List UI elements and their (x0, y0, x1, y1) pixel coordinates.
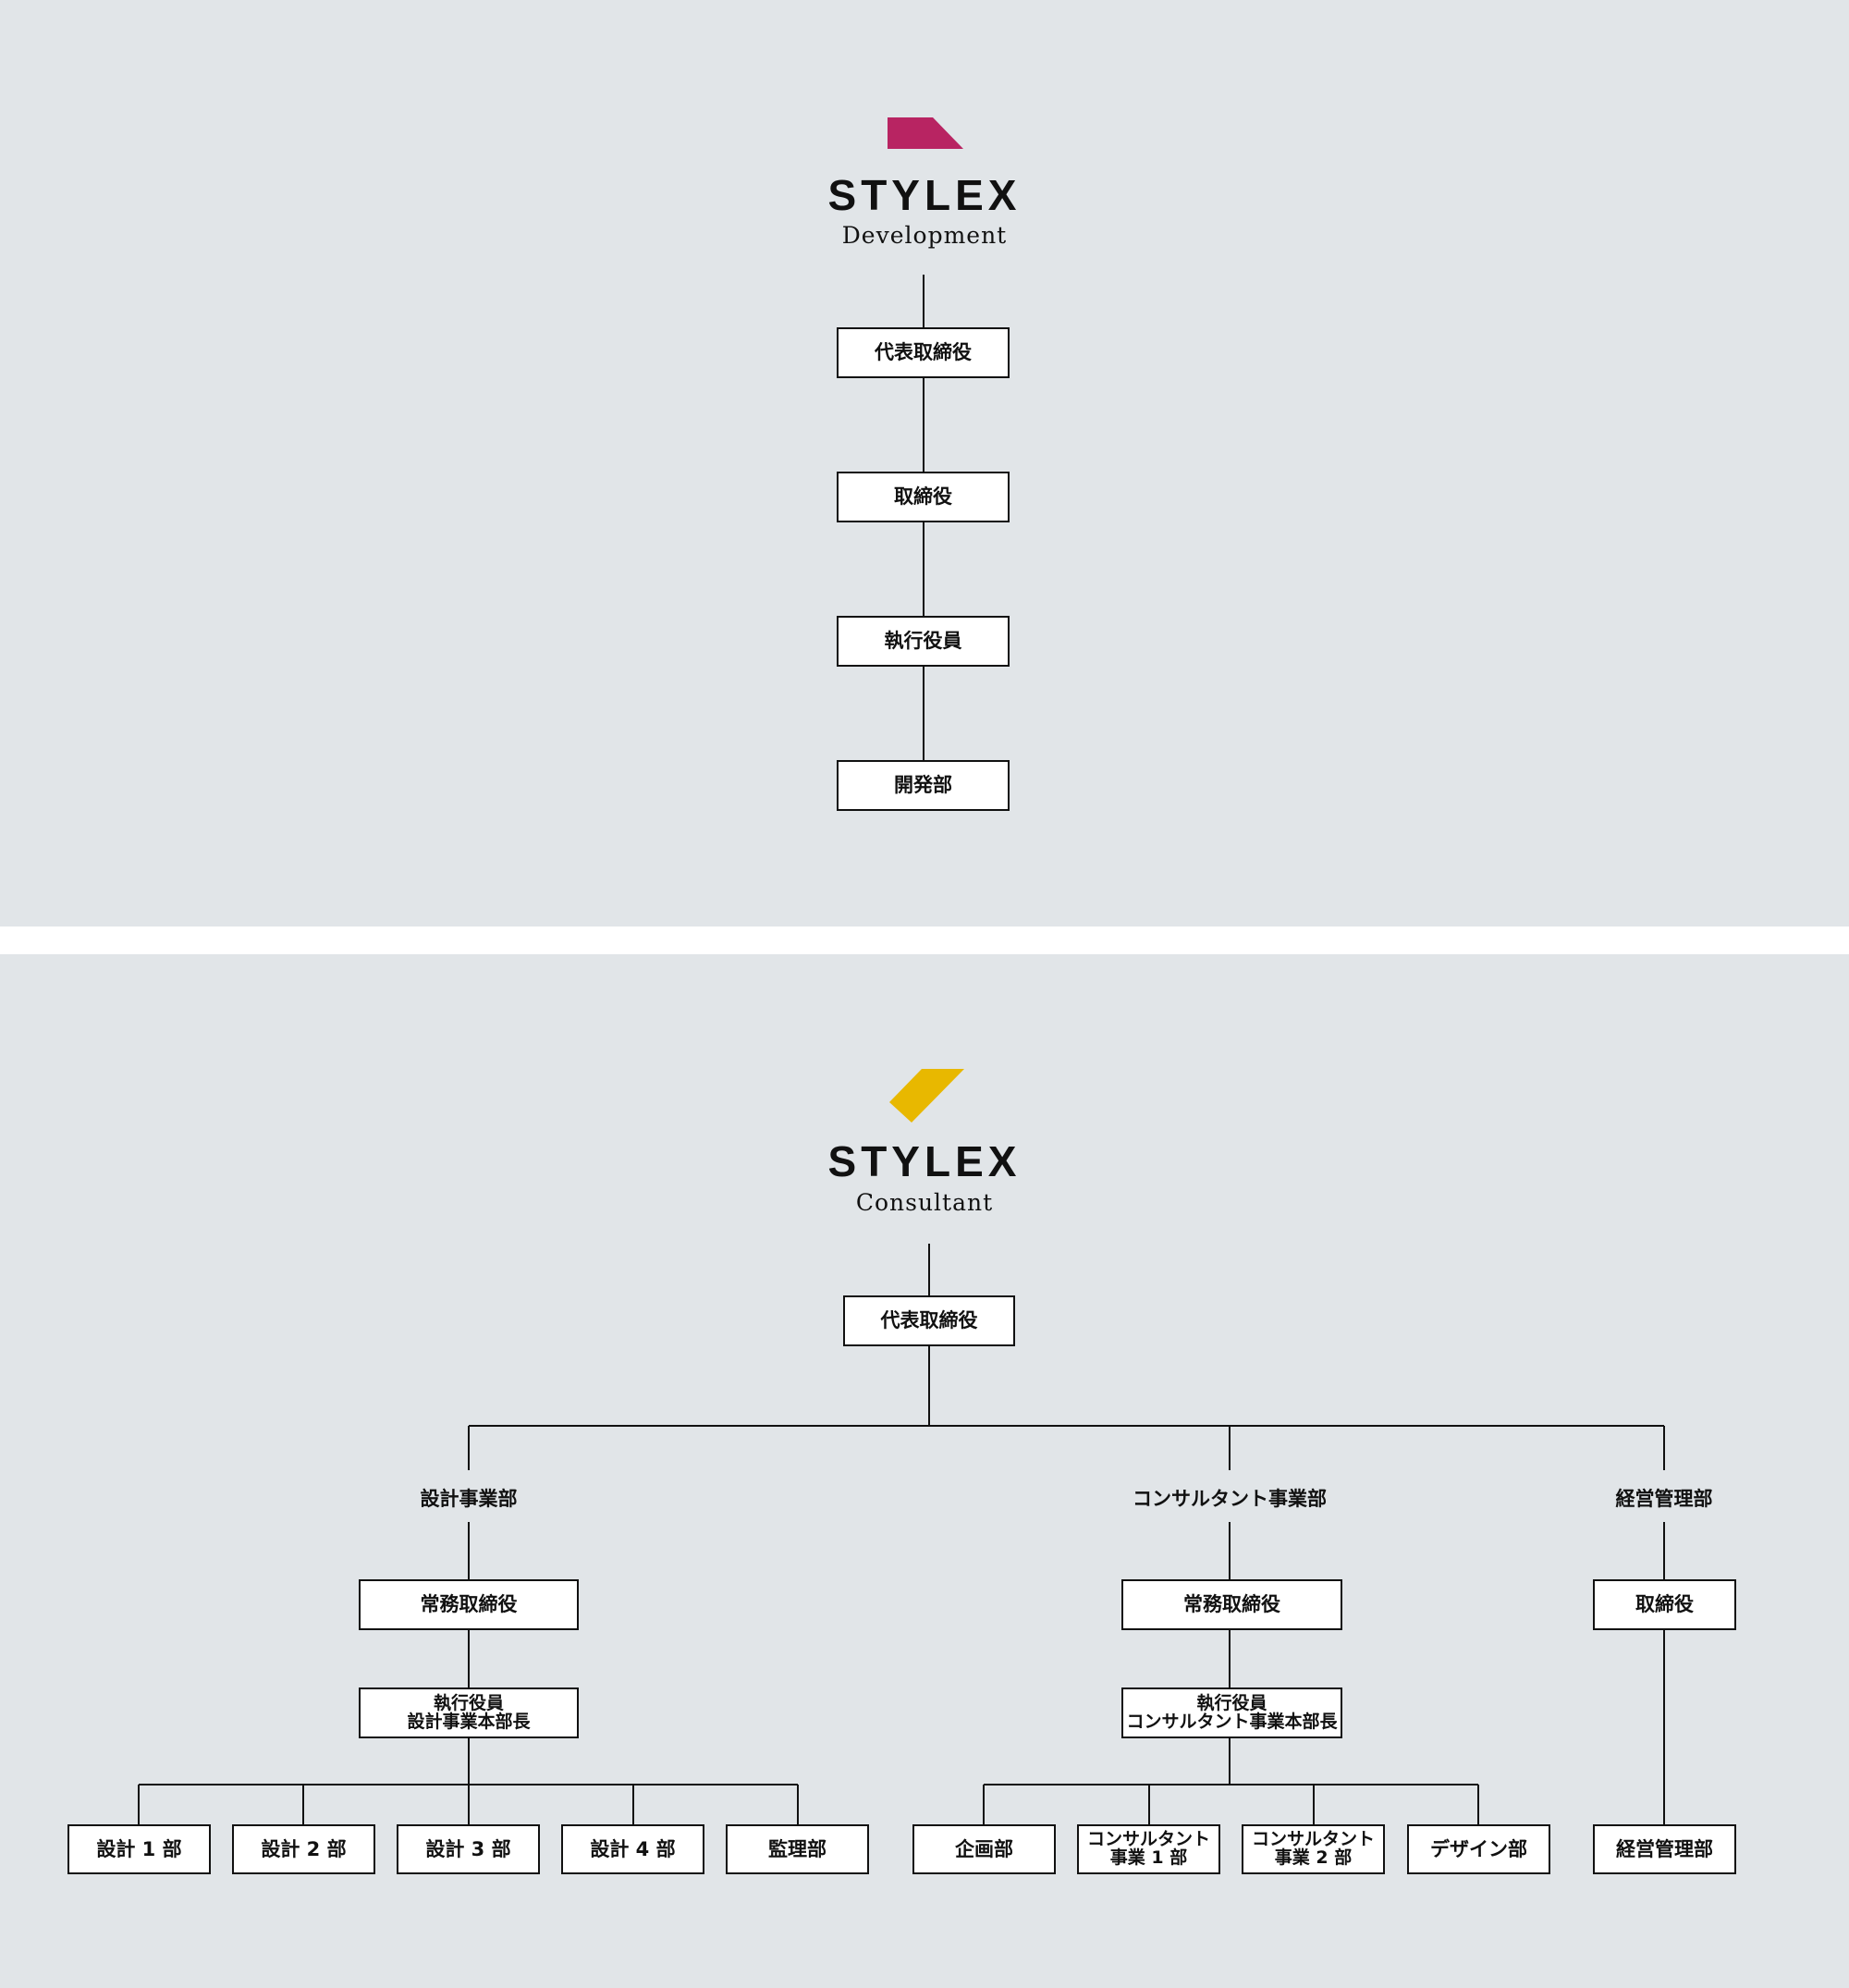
consultant-subtitle: Consultant (855, 1189, 994, 1216)
consultant-panel (0, 954, 1849, 1988)
department-line: コンサルタント (1251, 1829, 1375, 1850)
department-box: 設計 2 部 (232, 1824, 375, 1874)
exec-role: 設計事業本部長 (407, 1711, 531, 1732)
development-logo-mark (888, 117, 963, 149)
department-box: 経営管理部 (1593, 1824, 1736, 1874)
department-box: コンサルタント 事業 1 部 (1077, 1824, 1220, 1874)
dev-executive-officer: 執行役員 (837, 616, 1010, 667)
division-header-design: 設計事業部 (420, 1488, 518, 1510)
dev-development-dept: 開発部 (837, 760, 1010, 811)
consultant-managing-director: 常務取締役 (1121, 1579, 1342, 1630)
consultant-executive-officer: 執行役員 コンサルタント事業本部長 (1121, 1687, 1342, 1738)
department-box: 設計 3 部 (397, 1824, 540, 1874)
development-brand-name: STYLEX (827, 171, 1022, 219)
consultant-logo-mark (889, 1069, 964, 1123)
consultant-representative-director: 代表取締役 (843, 1295, 1015, 1346)
management-director: 取締役 (1593, 1579, 1736, 1630)
department-line: 事業 2 部 (1274, 1847, 1353, 1868)
department-box: デザイン部 (1407, 1824, 1550, 1874)
dev-director: 取締役 (837, 472, 1010, 522)
department-box: コンサルタント 事業 2 部 (1242, 1824, 1385, 1874)
department-line: コンサルタント (1086, 1829, 1210, 1850)
division-header-management: 経営管理部 (1615, 1488, 1713, 1510)
department-box: 設計 4 部 (561, 1824, 704, 1874)
design-managing-director: 常務取締役 (359, 1579, 579, 1630)
division-header-consultant: コンサルタント事業部 (1133, 1488, 1327, 1510)
department-box: 監理部 (726, 1824, 869, 1874)
development-subtitle: Development (841, 222, 1008, 249)
exec-role: コンサルタント事業本部長 (1126, 1711, 1338, 1732)
department-line: 事業 1 部 (1109, 1847, 1188, 1868)
exec-title: 執行役員 (1196, 1692, 1267, 1713)
department-box: 設計 1 部 (67, 1824, 211, 1874)
department-box: 企画部 (912, 1824, 1056, 1874)
dev-representative-director: 代表取締役 (837, 327, 1010, 378)
exec-title: 執行役員 (433, 1692, 504, 1713)
consultant-brand-name: STYLEX (827, 1137, 1022, 1185)
design-executive-officer: 執行役員 設計事業本部長 (359, 1687, 579, 1738)
